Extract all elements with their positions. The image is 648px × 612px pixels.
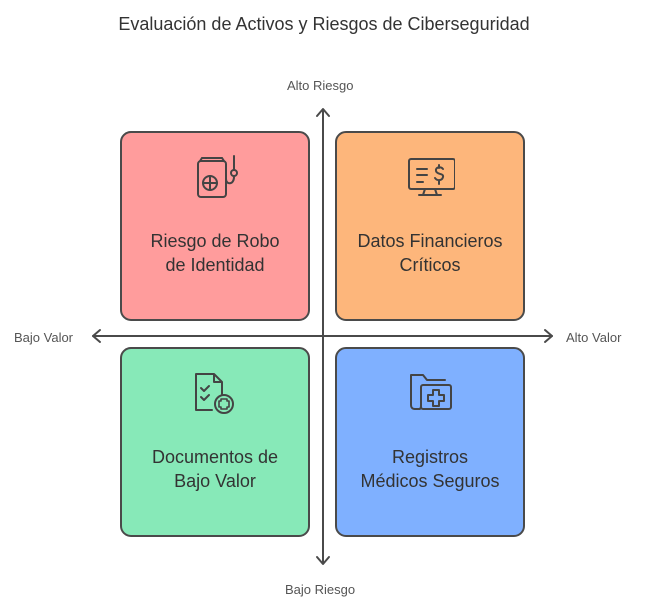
arrow-down-icon	[316, 556, 330, 565]
quadrant-label-line1: Registros	[391, 447, 469, 467]
arrow-right-icon	[544, 329, 553, 343]
arrow-left-icon	[92, 329, 101, 343]
axis-label-right: Alto Valor	[566, 330, 622, 345]
monitor-dollar-icon	[408, 158, 455, 196]
quadrant-label-line2: de Identidad	[165, 255, 265, 275]
arrow-up-icon	[316, 108, 330, 117]
checklist-document-plus-icon	[195, 373, 234, 414]
passport-hook-icon	[197, 155, 238, 198]
quadrant-label-line2: Médicos Seguros	[360, 471, 500, 491]
axis-label-bottom: Bajo Riesgo	[285, 582, 356, 597]
axis-label-left: Bajo Valor	[14, 330, 74, 345]
quadrant-label-line1: Documentos de	[151, 447, 279, 467]
quadrant-label-line2: Bajo Valor	[174, 471, 256, 491]
axis-label-top: Alto Riesgo	[287, 78, 354, 93]
quadrant-label-line1: Riesgo de Robo	[150, 231, 280, 251]
quadrant-label-line1: Datos Financieros	[357, 231, 503, 251]
quadrant-label-line2: Críticos	[399, 255, 461, 275]
quadrant-low-value-documents: Documentos de Bajo Valor	[120, 347, 310, 537]
diagram-title: Evaluación de Activos y Riesgos de Ciber…	[118, 14, 530, 34]
quadrant-identity-theft: Riesgo de Robo de Identidad	[120, 131, 310, 321]
medical-folder-icon	[410, 374, 452, 410]
